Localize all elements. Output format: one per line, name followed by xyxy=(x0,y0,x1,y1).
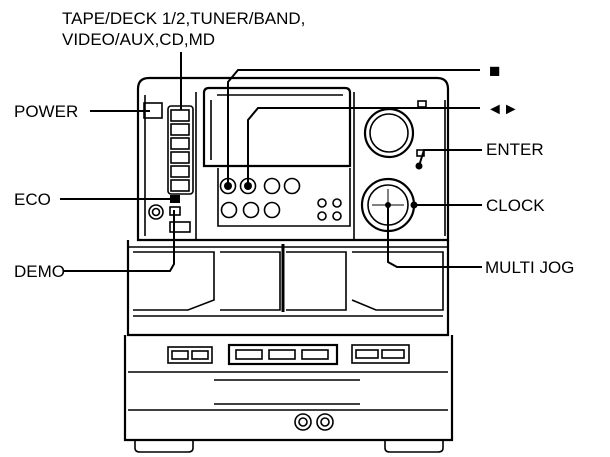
label-enter: ENTER xyxy=(486,140,544,159)
source-buttons-column xyxy=(167,105,194,195)
label-demo: DEMO xyxy=(14,262,65,281)
deck-right-window xyxy=(286,251,347,311)
pause-button[interactable] xyxy=(283,177,301,195)
leader-skip xyxy=(247,107,480,186)
label-stop-symbol: ■ xyxy=(489,61,500,82)
deck-button-center-1[interactable] xyxy=(235,349,263,360)
deck-buttons-right xyxy=(351,344,410,364)
control-button-c[interactable] xyxy=(263,201,281,219)
stop-button-dot xyxy=(224,182,232,190)
stereo-unit xyxy=(123,76,454,453)
right-panel-lines xyxy=(353,92,446,240)
volume-knob-inner xyxy=(369,113,409,153)
deck-left-window xyxy=(220,251,281,311)
demo-button[interactable] xyxy=(169,206,181,216)
deck-right-door xyxy=(351,251,444,311)
deck-buttons-left xyxy=(167,346,213,364)
play-button[interactable] xyxy=(263,177,281,195)
source-button-3[interactable] xyxy=(170,137,190,150)
power-button[interactable] xyxy=(143,102,163,119)
mic-jack-right-outer xyxy=(316,413,334,431)
label-eco: ECO xyxy=(14,190,51,209)
source-button-4[interactable] xyxy=(170,151,190,164)
source-button-1[interactable] xyxy=(170,109,190,122)
display-window xyxy=(202,86,352,168)
top-cabinet xyxy=(136,76,450,242)
display-inner-lines xyxy=(210,94,343,160)
volume-knob-outer[interactable] xyxy=(363,107,415,159)
small-button-4[interactable] xyxy=(332,211,342,221)
deck-button-center-3[interactable] xyxy=(301,349,329,360)
lower-section xyxy=(123,335,454,442)
control-area xyxy=(217,168,351,227)
foot-right xyxy=(384,440,444,453)
deck-button-left-2[interactable] xyxy=(191,350,209,360)
skip-button[interactable] xyxy=(239,177,257,195)
source-button-5[interactable] xyxy=(170,165,190,178)
label-clock: CLOCK xyxy=(486,196,545,215)
control-button-a[interactable] xyxy=(220,201,238,219)
eco-button[interactable] xyxy=(170,195,180,203)
multi-jog-dial-inner xyxy=(367,184,409,226)
mic-jack-left-inner xyxy=(298,417,308,427)
deck-button-right-1[interactable] xyxy=(355,349,379,359)
deck-left-door xyxy=(133,251,215,311)
lower-panel-lines xyxy=(214,379,360,405)
mic-jack-right-inner xyxy=(320,417,330,427)
label-power: POWER xyxy=(14,102,78,121)
clock-button[interactable] xyxy=(410,201,418,209)
skip-button-dot xyxy=(244,182,252,190)
source-button-6[interactable] xyxy=(170,179,190,192)
small-button-3[interactable] xyxy=(317,211,327,221)
source-button-2[interactable] xyxy=(170,123,190,136)
enter-button-frame xyxy=(416,149,425,157)
leader-stop xyxy=(227,69,480,186)
leader-multi-jog xyxy=(387,205,482,268)
multi-jog-center xyxy=(385,202,391,208)
leader-lines xyxy=(60,52,482,272)
stop-button[interactable] xyxy=(219,177,237,195)
cassette-section xyxy=(126,240,450,337)
headphone-jack-outer xyxy=(148,204,164,220)
leader-enter xyxy=(418,149,482,167)
deck-button-right-2[interactable] xyxy=(381,349,405,359)
small-slot xyxy=(169,221,191,233)
label-source-buttons-line2: VIDEO/AUX,CD,MD xyxy=(62,30,215,49)
label-multi-jog: MULTI JOG xyxy=(485,258,574,277)
small-button-1[interactable] xyxy=(317,198,327,208)
leader-demo xyxy=(64,210,175,272)
small-button-2[interactable] xyxy=(332,198,342,208)
deck-button-left-1[interactable] xyxy=(171,350,189,360)
label-source-buttons-line1: TAPE/DECK 1/2,TUNER/BAND, xyxy=(62,9,305,28)
foot-left xyxy=(134,440,194,453)
deck-button-center-2[interactable] xyxy=(268,349,296,360)
control-button-b[interactable] xyxy=(242,201,260,219)
headphone-jack-inner xyxy=(151,207,161,217)
deck-buttons-center xyxy=(227,343,339,366)
mic-jack-left-outer xyxy=(294,413,312,431)
enter-button[interactable] xyxy=(415,162,423,170)
label-skip-symbol: ◄► xyxy=(487,101,519,118)
right-panel-tab xyxy=(417,100,427,108)
